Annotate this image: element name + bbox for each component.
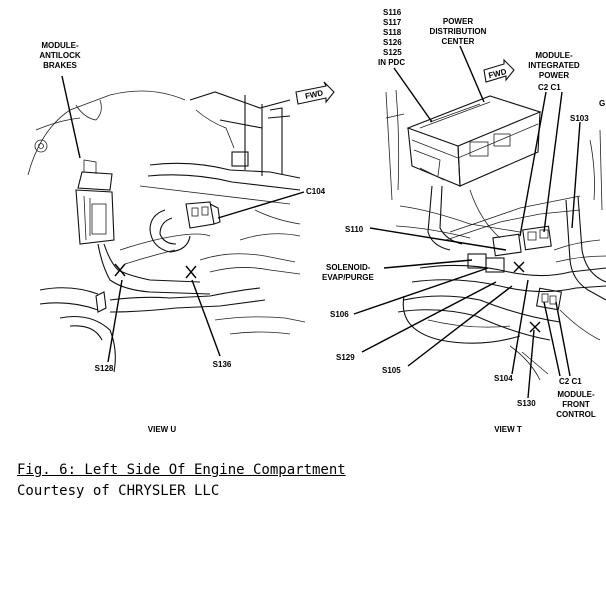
label-s104: S104 xyxy=(494,374,513,383)
label-s125: S125 xyxy=(383,48,402,57)
label-c104: C104 xyxy=(306,187,326,196)
label-module-front-1: MODULE- xyxy=(557,390,595,399)
label-s118: S118 xyxy=(383,28,402,37)
label-power-distribution-3: CENTER xyxy=(442,37,475,46)
label-module-antilock-1: MODULE- xyxy=(41,41,79,50)
label-s136: S136 xyxy=(213,360,232,369)
figure-caption-title: Fig. 6: Left Side Of Engine Compartment xyxy=(17,462,346,478)
label-power-distribution-2: DISTRIBUTION xyxy=(430,27,487,36)
view-u-label: VIEW U xyxy=(148,425,177,434)
view-u-drawing: FWD MODULE- ANTILOCK BRAKES C104 S128 S1… xyxy=(27,41,335,434)
label-solenoid-1: SOLENOID- xyxy=(326,263,371,272)
label-solenoid-2: EVAP/PURGE xyxy=(322,273,375,282)
label-module-antilock-2: ANTILOCK xyxy=(39,51,81,60)
label-s117: S117 xyxy=(383,18,402,27)
label-module-integrated-1: MODULE- xyxy=(535,51,573,60)
label-s116: S116 xyxy=(383,8,402,17)
label-s110: S110 xyxy=(345,225,364,234)
figure-caption-credit: Courtesy of CHRYSLER LLC xyxy=(17,483,220,499)
label-module-integrated-2: INTEGRATED xyxy=(528,61,580,70)
view-t-label: VIEW T xyxy=(494,425,522,434)
label-in-pdc: IN PDC xyxy=(378,58,405,67)
fwd-label-u: FWD xyxy=(304,88,324,101)
engine-compartment-diagram: FWD MODULE- ANTILOCK BRAKES C104 S128 S1… xyxy=(27,8,606,434)
label-module-integrated-3: POWER xyxy=(539,71,569,80)
label-g: G xyxy=(599,99,605,108)
view-t-drawing: FWD S116 S117 S118 S126 S125 IN PDC POWE… xyxy=(322,8,606,434)
label-module-front-2: FRONT xyxy=(562,400,590,409)
label-s129: S129 xyxy=(336,353,355,362)
label-s128: S128 xyxy=(95,364,114,373)
label-power-distribution-1: POWER xyxy=(443,17,473,26)
label-s130: S130 xyxy=(517,399,536,408)
label-s105: S105 xyxy=(382,366,401,375)
label-s126: S126 xyxy=(383,38,402,47)
label-s106: S106 xyxy=(330,310,349,319)
label-c2-c1-top: C2 C1 xyxy=(538,83,561,92)
label-c2-c1-bottom: C2 C1 xyxy=(559,377,582,386)
label-module-antilock-3: BRAKES xyxy=(43,61,77,70)
label-s103: S103 xyxy=(570,114,589,123)
fwd-label-t: FWD xyxy=(488,67,508,80)
label-module-front-3: CONTROL xyxy=(556,410,596,419)
